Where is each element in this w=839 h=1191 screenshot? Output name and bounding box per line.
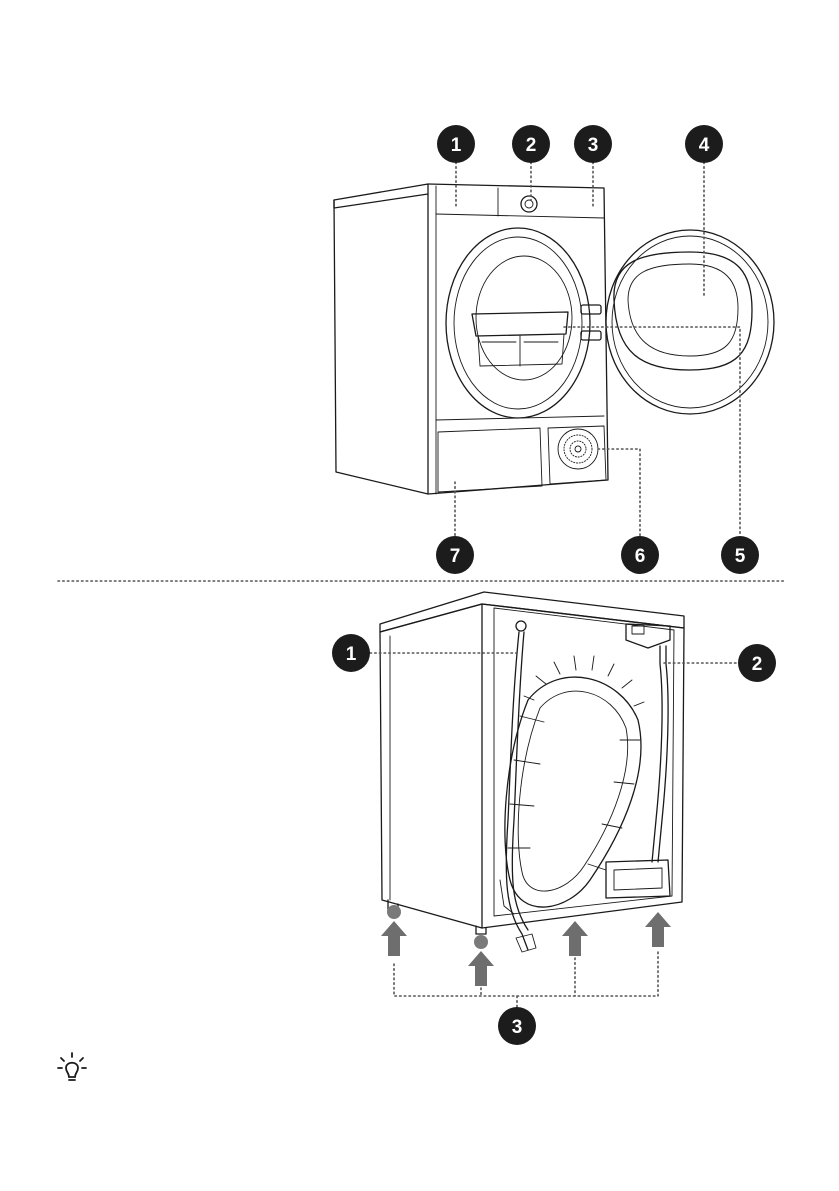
callout-front-4: 4: [685, 125, 723, 163]
up-arrow-icon: [468, 951, 494, 986]
dryer-rear-illustration: [380, 592, 684, 952]
callout-front-5-label: 5: [735, 546, 746, 567]
callout-front-2-label: 2: [526, 135, 537, 156]
lightbulb-icon: [58, 1053, 86, 1080]
callout-front-5: 5: [721, 536, 759, 574]
callout-rear-1: 1: [332, 634, 370, 672]
callout-front-6: 6: [621, 536, 659, 574]
callout-front-7-label: 7: [450, 546, 461, 567]
callout-front-7: 7: [436, 536, 474, 574]
callout-rear-3: 3: [498, 1007, 536, 1045]
callout-front-6-label: 6: [635, 546, 646, 567]
callout-front-4-label: 4: [699, 135, 710, 156]
up-arrow-icon: [381, 921, 407, 956]
callout-front-3-label: 3: [588, 135, 599, 156]
callout-rear-1-label: 1: [346, 644, 357, 665]
callout-front-1-label: 1: [451, 135, 462, 156]
callout-rear-3-label: 3: [512, 1017, 523, 1038]
callout-rear-2-label: 2: [752, 654, 763, 675]
up-arrow-icon: [645, 912, 671, 947]
up-arrow-icon: [562, 921, 588, 956]
callout-rear-2: 2: [738, 644, 776, 682]
foot-marker: [387, 905, 401, 919]
callout-front-3: 3: [574, 125, 612, 163]
callout-front-2: 2: [512, 125, 550, 163]
foot-marker: [474, 935, 488, 949]
dryer-front-illustration: [334, 184, 774, 494]
callout-front-1: 1: [437, 125, 475, 163]
